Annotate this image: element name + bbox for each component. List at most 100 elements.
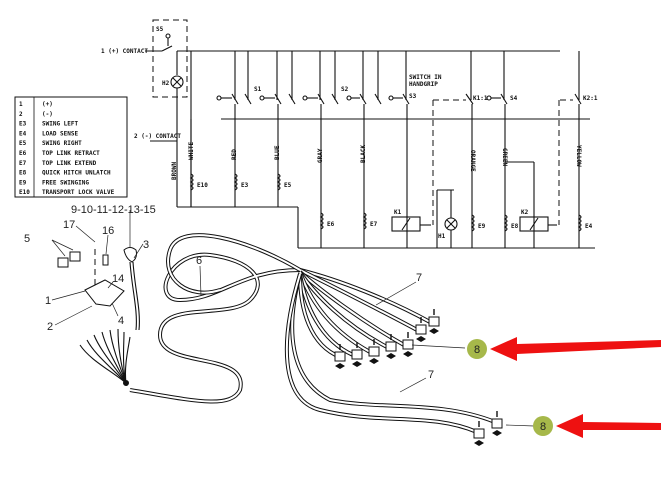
connector-icon [428, 309, 440, 334]
s4-label: S4 [510, 95, 518, 102]
coil-e3: E3 [241, 182, 249, 189]
switch-panel-part [84, 279, 125, 307]
legend-table [14, 96, 128, 198]
plus-contact-label: 1 (+) CONTACT [101, 48, 148, 55]
connector-icon [473, 421, 485, 446]
cable-6 [129, 252, 301, 404]
legend-description: SWING LEFT [42, 121, 79, 128]
k2-contact-label: K2:1 [583, 95, 598, 102]
coil-e10: E10 [197, 182, 208, 189]
legend-description: TOP LINK RETRACT [42, 150, 100, 157]
connector-icon [415, 317, 427, 342]
legend-description: QUICK HITCH UNLATCH [42, 170, 111, 177]
callout-14: 14 [112, 273, 124, 285]
callout-labels: 9-10-11-12-13-15 5 17 16 3 14 1 2 4 6 7 … [24, 204, 434, 381]
wire-black: BLACK [360, 145, 367, 163]
callout-17: 17 [63, 219, 75, 231]
legend-description: TOP LINK EXTEND [42, 160, 97, 167]
legend-code: E9 [19, 179, 27, 186]
legend-code: E3 [19, 121, 27, 128]
wire-blue: BLUE [274, 145, 281, 160]
wire-green: GREEN [501, 148, 508, 166]
coil-e6: E6 [327, 221, 335, 228]
k2-label: K2 [521, 209, 529, 216]
callout-8-lower: 8 [540, 421, 546, 433]
handgrip-part [123, 247, 137, 263]
callout-8-badge[interactable] [467, 339, 487, 359]
callout-4: 4 [118, 315, 124, 327]
k2-relay-icon [519, 216, 549, 232]
legend-description: (-) [42, 111, 53, 118]
k1-label: K1 [394, 209, 402, 216]
relay-part-icon [57, 251, 81, 268]
switch-columns [234, 51, 580, 100]
wire-gray: GRAY [317, 148, 324, 163]
legend-description: SWING RIGHT [42, 140, 82, 147]
connector-icon [334, 344, 346, 369]
switch-contacts [216, 93, 582, 105]
connector-icon [368, 339, 380, 364]
coil-e7: E7 [370, 221, 378, 228]
wire-orange: ORANGE [469, 150, 476, 172]
harness-7 [284, 268, 496, 434]
coil-e9: E9 [478, 223, 486, 230]
handgrip-note-1: SWITCH IN [409, 74, 442, 81]
red-arrow-icon [556, 414, 661, 438]
s2-label: S2 [341, 86, 349, 93]
callout-8-badge[interactable] [533, 416, 553, 436]
pin-part-16 [102, 254, 109, 266]
wire-red: RED [231, 149, 238, 160]
minus-contact-label: 2 (-) CONTACT [134, 133, 181, 140]
highlight-callout-8-lower[interactable]: 8 [533, 414, 661, 438]
legend-description: TRANSPORT LOCK VALVE [42, 189, 115, 196]
callout-2: 2 [47, 321, 53, 333]
legend-code: E8 [19, 170, 27, 177]
callout-1: 1 [45, 295, 51, 307]
connector-icon [385, 334, 397, 359]
h1-label: H1 [438, 233, 446, 240]
callout-7-lower: 7 [428, 369, 434, 381]
k1-relay-icon [391, 216, 421, 232]
connector-icon [351, 342, 363, 367]
callout-7-upper: 7 [416, 272, 422, 284]
coil-e8: E8 [511, 223, 519, 230]
h2-label: H2 [162, 80, 170, 87]
coil-e5: E5 [284, 182, 292, 189]
callout-8-upper: 8 [474, 344, 480, 356]
wire-columns [177, 104, 595, 249]
wire-brown: BROWN [171, 162, 178, 180]
legend-code: E7 [19, 160, 27, 167]
legend-code: 1 [19, 101, 23, 108]
coil-icons [189, 173, 582, 232]
legend-code: 2 [19, 111, 23, 118]
wire-fan [79, 328, 131, 386]
k1-contact-label: K1:1 [473, 95, 488, 102]
callout-5: 5 [24, 233, 30, 245]
callout-group-9-15: 9-10-11-12-13-15 [71, 204, 156, 216]
wire-yellow: YELLOW [575, 145, 582, 167]
legend-code: E10 [19, 189, 30, 196]
schematic: S5 1 (+) CONTACT H2 [101, 19, 598, 249]
legend-code: E4 [19, 130, 27, 137]
connector-icon [402, 332, 414, 357]
wire-white: WHITE [188, 142, 195, 160]
callout-16: 16 [102, 225, 114, 237]
s3-label: S3 [409, 93, 417, 100]
s1-label: S1 [254, 86, 262, 93]
handgrip-note-2: HANDGRIP [409, 81, 438, 88]
red-arrow-icon [490, 337, 661, 361]
connector-icon [491, 411, 503, 436]
s5-enclosure [152, 19, 188, 98]
s5-switch [161, 45, 173, 52]
callout-6: 6 [196, 255, 202, 267]
legend-description: FREE SWINGING [42, 179, 89, 186]
legend-description: LOAD SENSE [42, 130, 79, 137]
callout-3: 3 [143, 239, 149, 251]
highlight-callout-8-upper[interactable]: 8 [467, 337, 661, 361]
legend-code: E5 [19, 140, 27, 147]
coil-e4: E4 [585, 223, 593, 230]
s5-label: S5 [156, 26, 164, 33]
connectors [334, 309, 503, 446]
